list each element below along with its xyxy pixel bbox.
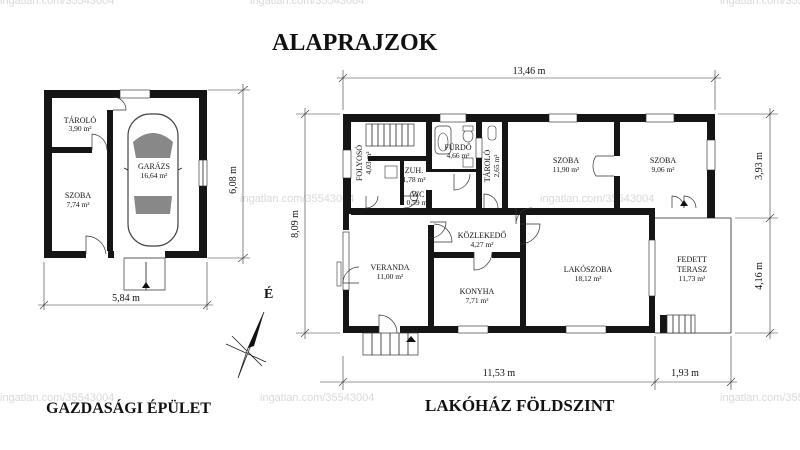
room-tarolo-outbuilding-area: 3,90 m² [68, 124, 92, 133]
room-furdo-name: FÜRDŐ [444, 142, 471, 152]
watermark-top-mid: ingatlan.com/35543004 [250, 0, 364, 7]
room-szoba-2-name: SZOBA [650, 156, 676, 165]
watermark-top-right: ingatlan.com/35543004 [720, 0, 800, 7]
house-ground-floor: FOLYOSÓ 4,03 m² FÜRDŐ 4,66 m² ZUH. 1,78 … [336, 113, 732, 356]
room-lakoszoba-area: 18,12 m² [575, 274, 603, 283]
outbuilding: TÁROLÓ 3,90 m² SZOBA 7,74 m² GARÁZS 16,6… [44, 89, 208, 291]
watermark-mid-1: ingatlan.com/35543004 [240, 193, 354, 205]
watermark-bottom-1: ingatlan.com/35543004 [0, 392, 114, 404]
room-furdo-area: 4,66 m² [446, 151, 470, 160]
room-tarolo-outbuilding-name: TÁROLÓ [64, 115, 97, 125]
room-zuh-name: ZUH. [405, 166, 423, 175]
room-fedett-terasz-area: 11,73 m² [679, 274, 706, 283]
house-dimensions: 13,46 m 8,09 m 3,93 m 4,16 m 11,53 m 1,9… [290, 66, 778, 390]
dimension-outbuilding-width: 5,84 m [112, 293, 140, 304]
room-tarolo-house-area: 2,65 m² [492, 154, 501, 178]
north-label: É [264, 285, 273, 302]
room-konyha-area: 7,71 m² [465, 296, 489, 305]
caption-house-ground-floor: LAKÓHÁZ FÖLDSZINT [425, 396, 615, 415]
room-szoba-1-name: SZOBA [553, 156, 579, 165]
room-szoba-1-area: 11,90 m² [553, 165, 580, 174]
dimension-house-main-width: 11,53 m [483, 368, 516, 379]
room-folyoso-area: 4,03 m² [364, 151, 373, 175]
room-szoba-outbuilding-name: SZOBA [65, 191, 91, 200]
dimension-right-lower: 4,16 m [754, 262, 765, 290]
dimension-house-total-width: 13,46 m [513, 66, 546, 77]
staircase [365, 123, 415, 147]
room-fedett-terasz-name: FEDETT [677, 255, 707, 264]
watermark-top-left: ingatlan.com/35543004 [0, 0, 114, 7]
car-illustration [123, 113, 183, 247]
room-kozlekedo-name: KÖZLEKEDŐ [458, 230, 507, 240]
room-szoba-2-area: 9,06 m² [651, 165, 675, 174]
room-tarolo-house-name: TÁROLÓ [482, 150, 492, 183]
watermark-bottom-3: ingatlan.com/35543004 [720, 392, 800, 404]
room-kozlekedo-area: 4,27 m² [470, 240, 494, 249]
caption-outbuilding: GAZDASÁGI ÉPÜLET [46, 398, 211, 417]
room-szoba-outbuilding-area: 7,74 m² [66, 200, 90, 209]
room-garazs-area: 16,64 m² [141, 171, 169, 180]
room-folyoso-name: FOLYOSÓ [354, 145, 364, 181]
outbuilding-dimensions: 6,08 m 5,84 m [38, 84, 250, 310]
room-fedett-terasz-name-2: TERASZ [677, 265, 707, 274]
room-konyha-name: KONYHA [460, 287, 495, 296]
room-wc-name: WC [412, 190, 425, 199]
dimension-outbuilding-depth: 6,08 m [228, 166, 239, 194]
north-arrow: É [225, 285, 273, 379]
room-lakoszoba-name: LAKÓSZOBA [564, 264, 613, 274]
dimension-house-depth: 8,09 m [290, 210, 301, 238]
dimension-right-upper: 3,93 m [754, 152, 765, 180]
watermark-bottom-2: ingatlan.com/35543004 [260, 392, 374, 404]
room-wc-area: 0,59 m² [406, 198, 430, 207]
room-veranda-name: VERANDA [370, 263, 409, 272]
watermark-mid-2: ingatlan.com/35543004 [540, 193, 654, 205]
room-veranda-area: 11,00 m² [377, 272, 404, 281]
dimension-terrace-width: 1,93 m [671, 368, 699, 379]
page-title: ALAPRAJZOK [272, 30, 438, 56]
room-zuh-area: 1,78 m² [402, 175, 426, 184]
room-garazs-name: GARÁZS [138, 161, 170, 171]
